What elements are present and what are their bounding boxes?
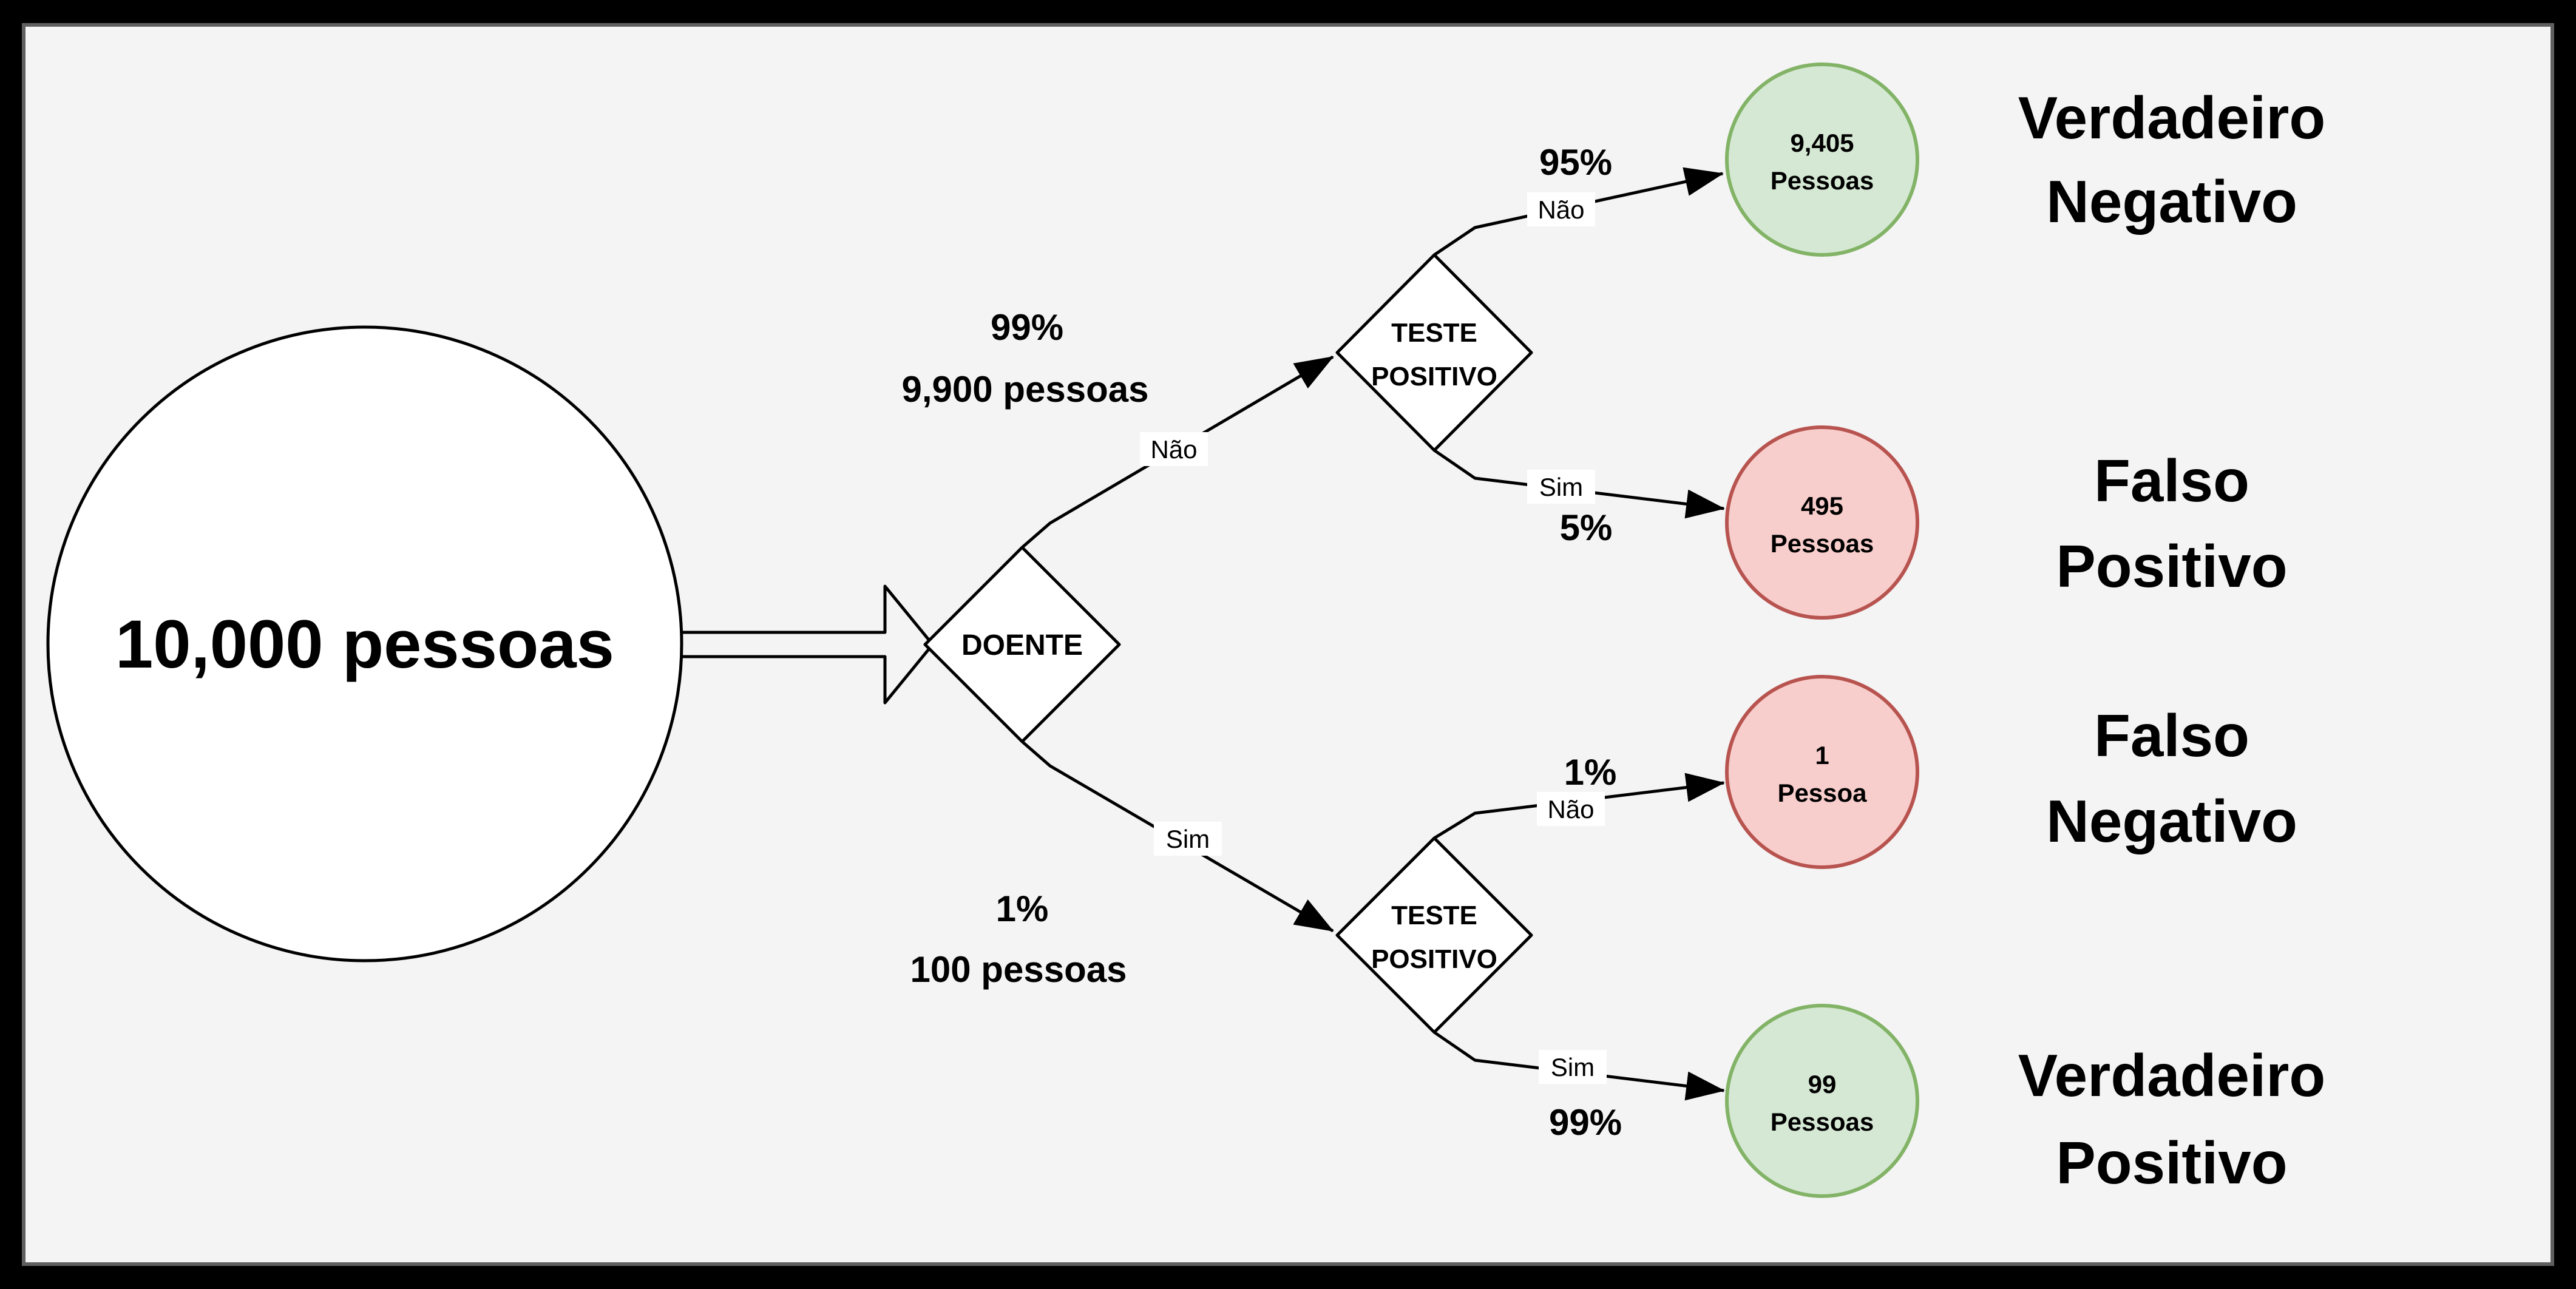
teste-positivo-bottom-label-line1: TESTE: [1391, 901, 1477, 930]
branch-sim-count: 100 pessoas: [910, 949, 1127, 990]
edge-label-doente-nao: Não: [1150, 435, 1197, 464]
outcome-true-positive-line2: Positivo: [2056, 1129, 2287, 1196]
branch-nao-count: 9,900 pessoas: [902, 369, 1149, 410]
false-negative-circle-border: [1725, 675, 1919, 869]
true-positive-circle-border: [1725, 1004, 1919, 1198]
branch-nao-percent: 99%: [991, 307, 1063, 348]
open-arrow-bottom-half: [683, 635, 941, 705]
edge-label-teste-top-nao: Não: [1537, 195, 1584, 224]
true-negative-unit: Pessoas: [1771, 166, 1874, 195]
leaf-fn-percent: 1%: [1564, 752, 1617, 793]
teste-positivo-bottom-label-line2: POSITIVO: [1371, 944, 1497, 974]
edge-label-bg-teste-bottom-nao: [1537, 792, 1605, 826]
outcome-false-negative-line1: Falso: [2094, 702, 2249, 769]
true-negative-circle: [1727, 64, 1917, 255]
outcome-true-positive-line1: Verdadeiro: [2018, 1042, 2326, 1109]
teste-positivo-top-label-line1: TESTE: [1391, 318, 1477, 348]
doente-diamond: [923, 546, 1121, 743]
false-positive-circle: [1727, 427, 1917, 618]
branch-sim-percent: 1%: [996, 888, 1049, 929]
true-positive-unit: Pessoas: [1771, 1108, 1874, 1136]
leaf-fp-percent: 5%: [1560, 507, 1613, 548]
population-label: 10,000 pessoas: [115, 606, 614, 682]
edge-teste-bottom-sim: [1433, 1030, 1725, 1101]
edge-label-bg-doente-nao: [1140, 432, 1208, 466]
open-arrow-top-half: [683, 584, 941, 654]
leaf-tn-percent: 95%: [1539, 142, 1612, 183]
leaf-vp-percent: 99%: [1549, 1102, 1622, 1143]
population-node: [46, 325, 683, 963]
outcome-true-negative-line1: Verdadeiro: [2018, 84, 2326, 151]
teste-positivo-top-label-line2: POSITIVO: [1371, 362, 1497, 391]
outcome-false-positive-line1: Falso: [2094, 447, 2249, 514]
true-positive-circle: [1727, 1006, 1917, 1196]
edge-label-bg-teste-top-nao: [1527, 192, 1595, 226]
teste-positivo-top-diamond: [1335, 253, 1533, 452]
edge-label-teste-bottom-sim: Sim: [1551, 1053, 1595, 1081]
edge-label-bg-teste-top-sim: [1527, 470, 1595, 504]
outcome-false-negative-line2: Negativo: [2046, 788, 2297, 854]
false-negative-unit: Pessoa: [1777, 779, 1867, 807]
edge-label-teste-bottom-nao: Não: [1547, 795, 1594, 824]
edge-label-teste-top-sim: Sim: [1539, 473, 1583, 501]
false-negative-value: 1: [1815, 741, 1829, 770]
edge-label-doente-sim: Sim: [1166, 825, 1210, 853]
edge-teste-bottom-nao: [1433, 773, 1725, 840]
edge-doente-nao: [1021, 355, 1334, 549]
false-positive-value: 495: [1801, 492, 1843, 520]
edge-teste-top-nao: [1433, 167, 1724, 257]
outcome-false-positive-line2: Positivo: [2056, 533, 2287, 600]
edge-label-bg-teste-bottom-sim: [1539, 1050, 1607, 1084]
true-negative-value: 9,405: [1790, 129, 1854, 157]
doente-label: DOENTE: [961, 629, 1083, 661]
edge-doente-sim: [1021, 740, 1334, 933]
false-positive-unit: Pessoas: [1771, 529, 1874, 558]
teste-positivo-bottom-diamond: [1335, 836, 1533, 1034]
false-negative-circle: [1727, 677, 1917, 867]
outcome-true-negative-line2: Negativo: [2046, 168, 2297, 235]
edge-teste-top-sim: [1433, 448, 1725, 519]
false-positive-circle-border: [1725, 425, 1919, 620]
true-positive-value: 99: [1808, 1070, 1837, 1098]
edge-label-bg-doente-sim: [1154, 822, 1222, 856]
true-negative-circle-border: [1725, 63, 1919, 257]
